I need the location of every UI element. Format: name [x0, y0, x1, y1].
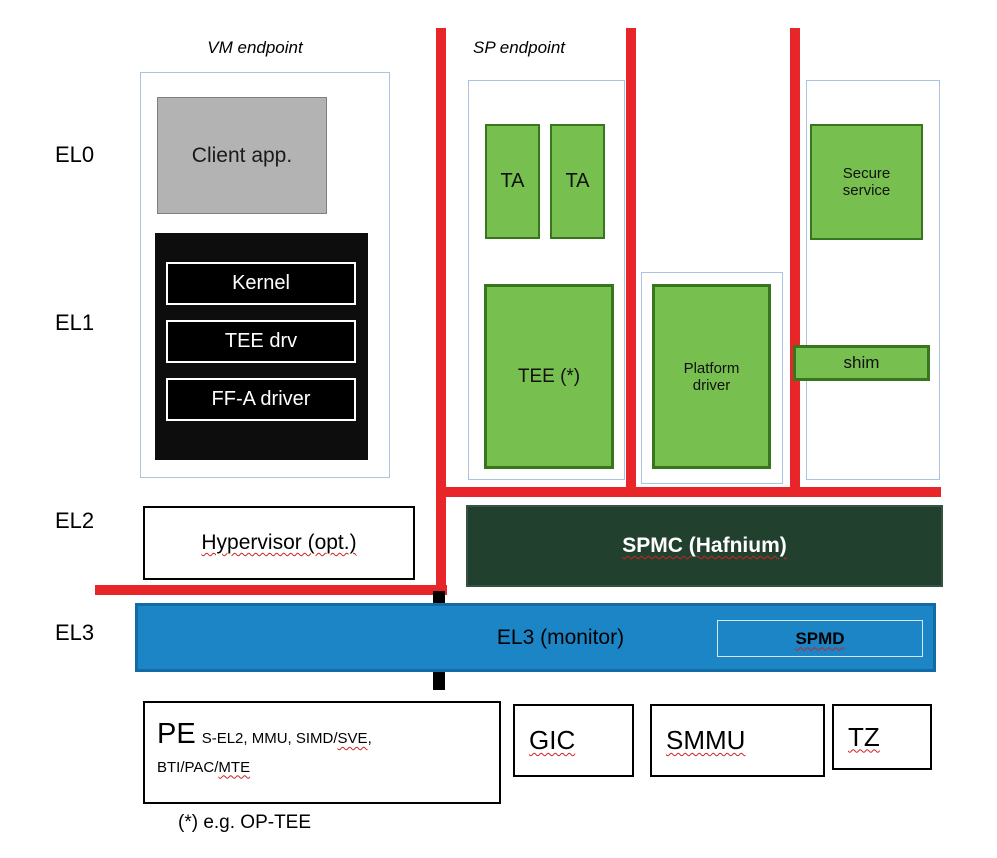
boundary-line-vertical-2 — [626, 28, 636, 492]
smmu-label: SMMU — [666, 725, 746, 755]
boundary-line-horizontal-left — [95, 585, 447, 595]
shim-label: shim — [843, 353, 880, 372]
kernel-label: Kernel — [232, 272, 290, 294]
secure-service-box: Secure service — [810, 124, 923, 240]
pe-features-1a: S-EL2, MMU, SIMD/ — [201, 730, 338, 747]
ffa-driver-label: FF-A driver — [211, 388, 311, 410]
platform-driver-box: Platform driver — [652, 284, 771, 469]
boundary-line-vertical-3 — [790, 28, 800, 492]
vm-endpoint-title: VM endpoint — [207, 38, 303, 57]
pe-features-2a: BTI/PAC/ — [157, 758, 219, 776]
hypervisor-box: Hypervisor (opt.) — [143, 506, 415, 580]
footnote: (*) e.g. OP-TEE — [178, 812, 312, 833]
boundary-line-horizontal-right — [436, 487, 941, 497]
pe-label: PE — [157, 718, 196, 750]
secure-service-label: Secure service — [842, 165, 891, 199]
kernel-box: Kernel — [166, 262, 356, 305]
tee-box: TEE (*) — [484, 284, 614, 469]
client-app-box: Client app. — [157, 97, 327, 214]
connector-square-top — [433, 591, 445, 603]
ta-2-label: TA — [565, 170, 590, 192]
pe-features-mte: MTE — [218, 758, 251, 776]
el3-monitor-label: EL3 (monitor) — [496, 625, 625, 649]
platform-driver-label: Platform driver — [683, 359, 740, 394]
ta-box-1: TA — [485, 124, 540, 239]
tee-label: TEE (*) — [517, 365, 581, 387]
spmd-box: SPMD — [717, 620, 923, 657]
sp-endpoint-title: SP endpoint — [473, 38, 565, 57]
pe-features-comma: , — [367, 730, 372, 747]
tz-box: TZ — [832, 704, 932, 770]
hypervisor-label: Hypervisor (opt.) — [201, 531, 357, 554]
smmu-box: SMMU — [650, 704, 825, 777]
el3-monitor-bar: EL3 (monitor) — [135, 603, 936, 672]
tee-drv-label: TEE drv — [224, 330, 298, 352]
ffa-driver-box: FF-A driver — [166, 378, 356, 421]
tee-drv-box: TEE drv — [166, 320, 356, 363]
shim-box: shim — [793, 345, 930, 381]
spmd-label: SPMD — [795, 628, 845, 648]
gic-label: GIC — [529, 725, 576, 755]
ta-1-label: TA — [500, 170, 525, 192]
el3-label: EL3 — [55, 620, 95, 645]
client-app-label: Client app. — [191, 143, 293, 167]
gic-box: GIC — [513, 704, 634, 777]
boundary-line-vertical-1 — [436, 28, 446, 594]
spmc-label: SPMC (Hafnium) — [622, 534, 787, 557]
el2-label: EL2 — [55, 508, 95, 533]
el1-label: EL1 — [55, 310, 95, 335]
ta-box-2: TA — [550, 124, 605, 239]
connector-square-bottom — [433, 672, 445, 690]
pe-box: PE S-EL2, MMU, SIMD/SVE, BTI/PAC/MTE — [143, 701, 501, 804]
kernel-stack: Kernel TEE drv FF-A driver — [155, 233, 368, 460]
el0-label: EL0 — [55, 142, 95, 167]
tz-label: TZ — [848, 721, 880, 752]
pe-features-sve: SVE — [337, 730, 368, 747]
spmc-box: SPMC (Hafnium) — [466, 505, 943, 587]
